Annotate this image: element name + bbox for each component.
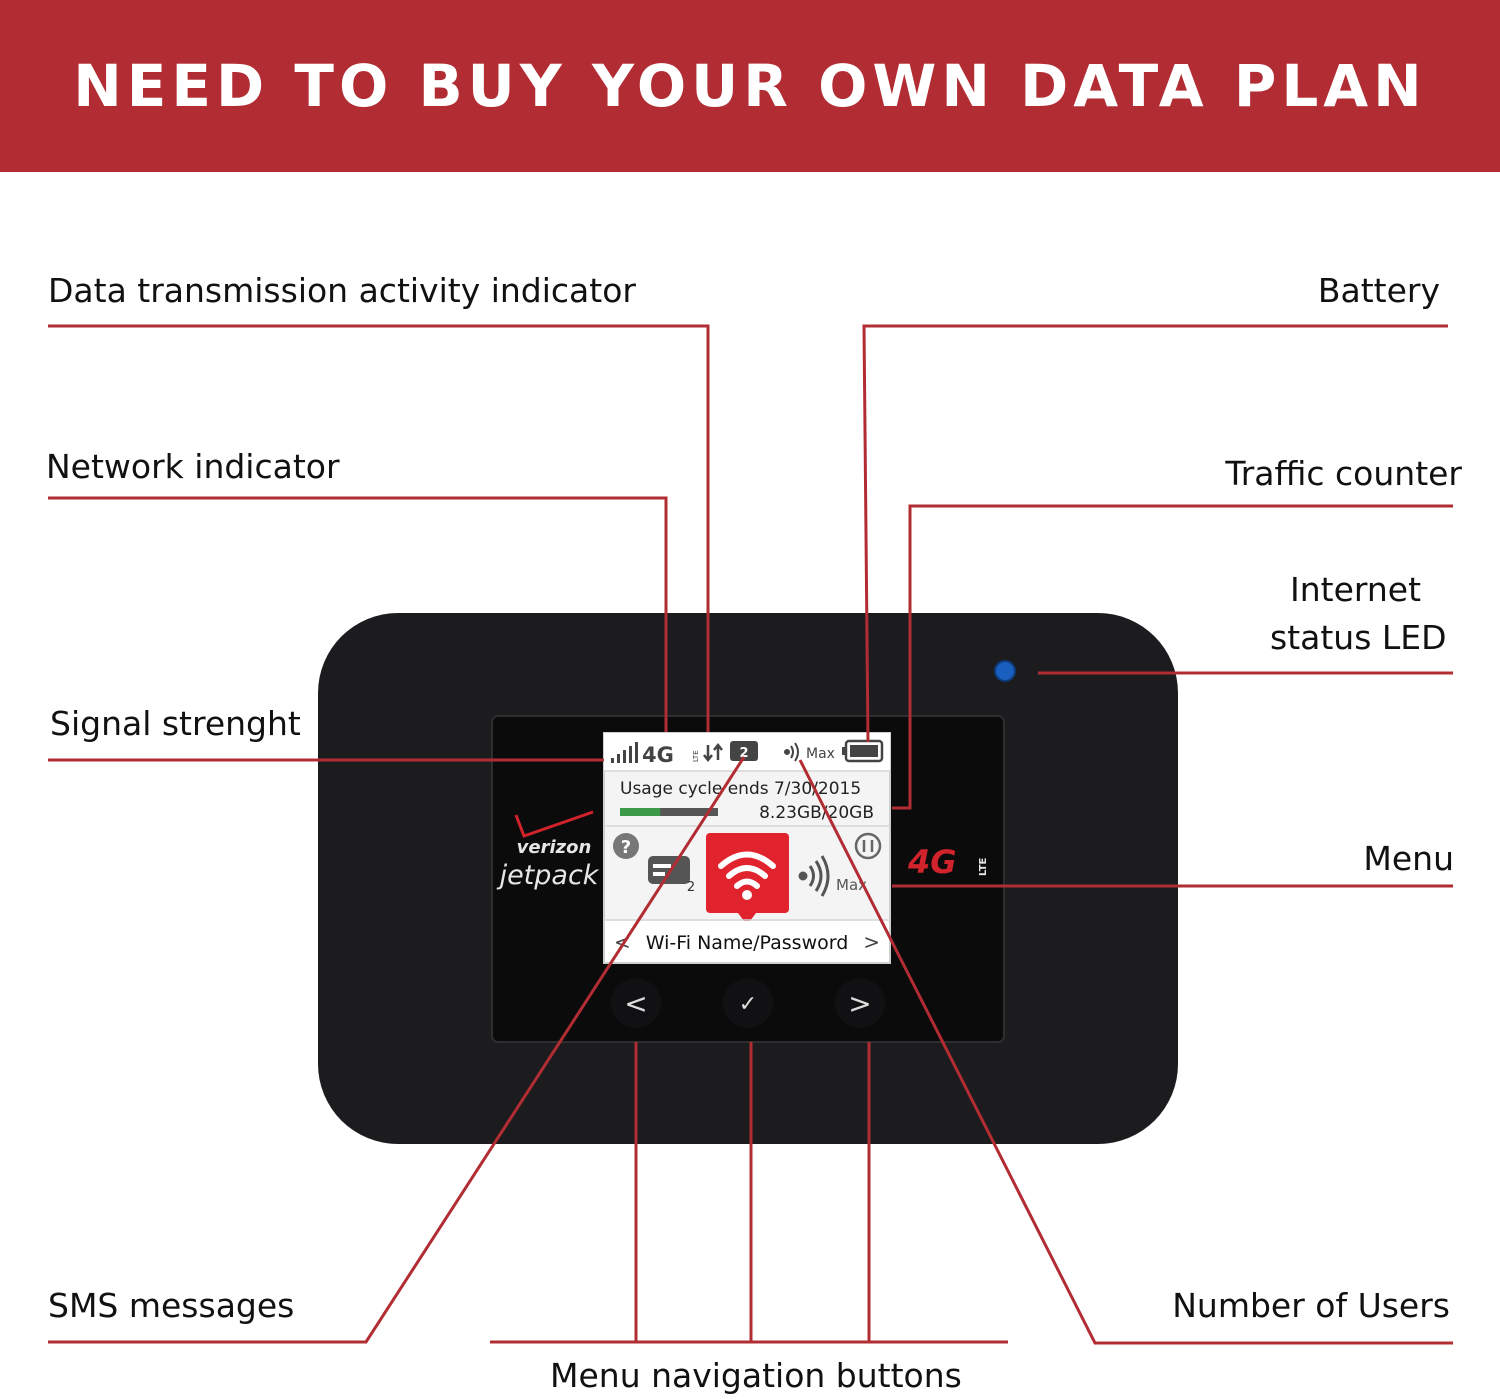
ok-button[interactable]: ✓ [723,978,773,1028]
label-led-line2: status LED [1270,618,1447,657]
label-menu: Menu [1363,839,1454,878]
brand-verizon: verizon [517,837,592,858]
screen-next-arrow: > [863,930,880,954]
label-nav-buttons: Menu navigation buttons [550,1356,962,1395]
label-sms-messages: SMS messages [48,1286,295,1325]
battery-icon [842,739,884,763]
users-count: 2 [687,880,695,895]
wifi-strength-icon [784,742,799,762]
next-button[interactable]: > [835,978,885,1028]
menu-title-row [605,921,889,962]
menu-title: Wi-Fi Name/Password [646,932,849,954]
callout-lines [48,324,1453,1345]
wifi-broadcast-icon [798,855,830,897]
usage-cycle-text: Usage cycle ends 7/30/2015 [620,779,861,799]
wifi-menu-icon [706,833,789,925]
line-data-activity [48,324,710,732]
label-network-indicator: Network indicator [46,447,340,486]
ok-button-icon: ✓ [739,992,757,1017]
line-battery [862,324,1448,743]
refresh-traffic-icon [854,832,882,860]
verizon-check-logo [514,810,594,838]
line-sms [48,756,746,1344]
label-number-of-users: Number of Users [1172,1286,1450,1325]
wifi-level-text: Max [806,746,835,762]
help-icon [613,833,639,859]
users-device-icon [648,856,690,884]
help-symbol: ? [621,837,631,858]
banner-title: NEED TO BUY YOUR OWN DATA PLAN [73,52,1427,120]
back-button-icon: < [624,987,647,1020]
back-button[interactable]: < [611,978,661,1028]
screen-network-4g: 4G [642,743,674,767]
internet-status-led [994,660,1016,682]
usage-bar-track [620,808,718,816]
sms-count: 2 [739,746,748,761]
brand-jetpack: jetpack [496,860,600,891]
device-screen: 4G LTE 2 Max Usage cycle ends 7/30/2015 … [603,732,891,964]
usage-bar-fill [620,808,661,816]
usage-amount-text: 8.23GB/20GB [759,803,874,823]
badge-lte: LTE [978,857,989,876]
line-network [48,496,668,732]
sms-badge-icon [730,741,758,761]
header-banner: NEED TO BUY YOUR OWN DATA PLAN [0,0,1500,172]
screen-network-lte: LTE [692,750,700,762]
data-activity-arrows-icon [703,742,723,763]
next-button-icon: > [848,987,871,1020]
label-led-line1: Internet [1290,570,1422,609]
line-traffic [892,504,1453,810]
label-signal-strength: Signal strenght [50,704,301,743]
badge-4g: 4G [907,843,957,881]
label-traffic-counter: Traffic counter [1225,454,1462,493]
signal-bars-icon [611,742,638,763]
line-users [798,759,1453,1345]
label-data-activity: Data transmission activity indicator [48,271,636,310]
label-battery: Battery [1317,271,1440,310]
